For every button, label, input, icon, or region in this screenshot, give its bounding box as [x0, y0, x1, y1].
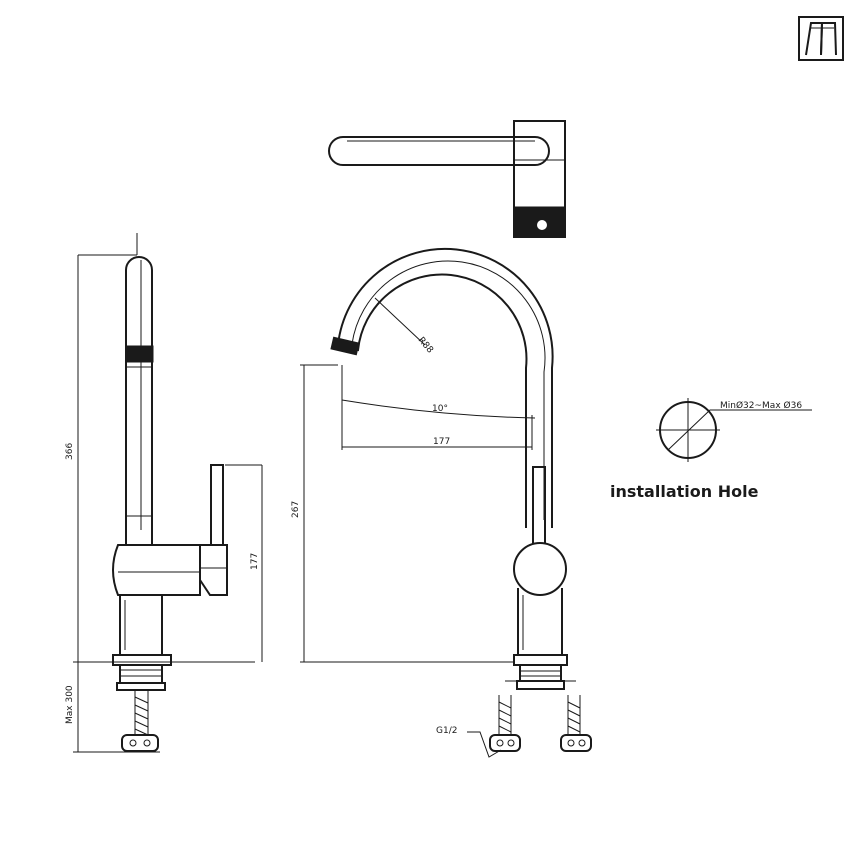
hole-spec: MinØ32~Max Ø36 [720, 400, 802, 411]
dim-radius: R88 [416, 336, 435, 356]
top-view [328, 120, 566, 238]
side-view: 366 Max 300 177 [65, 233, 263, 753]
dim-max-hose: Max 300 [65, 685, 75, 724]
hole-label: installation Hole [610, 482, 759, 501]
dim-thread: G1/2 [436, 726, 457, 736]
front-view: R88 177 10° 267 G1/2 [291, 247, 592, 758]
dim-spout-height: 267 [291, 501, 301, 518]
dim-angle: 10° [432, 404, 448, 414]
dim-total-height: 366 [65, 443, 75, 460]
dim-handle-height: 177 [250, 553, 260, 570]
brand-logo-icon [798, 16, 844, 61]
installation-hole: MinØ32~Max Ø36 installation Hole [610, 398, 812, 501]
dim-reach: 177 [433, 437, 450, 447]
